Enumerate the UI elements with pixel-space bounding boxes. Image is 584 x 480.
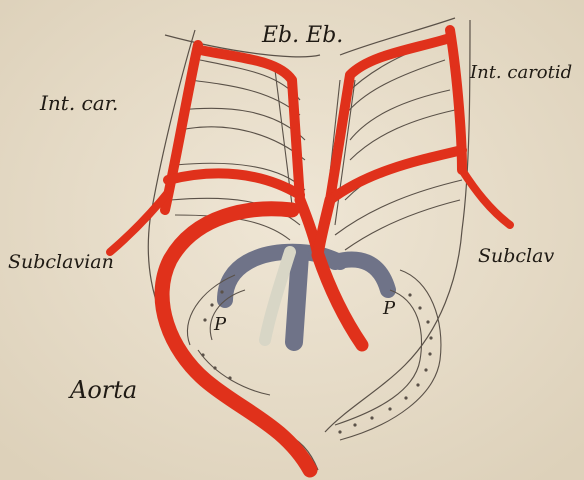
label-left-middle: Subclavian: [8, 251, 114, 273]
label-top: Eb. Eb.: [261, 23, 343, 48]
label-left-upper: Int. car.: [39, 91, 118, 115]
label-right-p: P: [382, 298, 396, 319]
label-right-upper: Int. carotid: [469, 62, 572, 83]
label-left-p: P: [213, 314, 227, 335]
label-right-middle: Subclav: [478, 245, 554, 267]
label-bottom-left: Aorta: [68, 376, 137, 404]
